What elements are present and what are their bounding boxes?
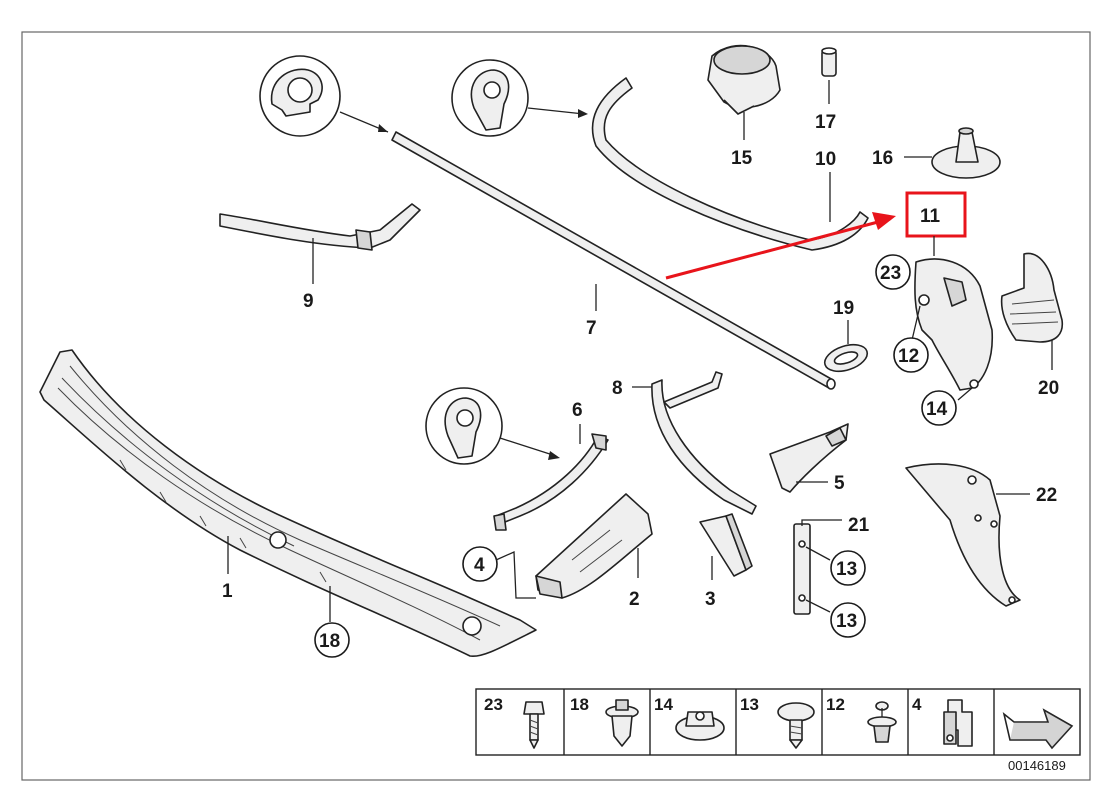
part-2 [535, 493, 653, 599]
part-7-seal [391, 131, 836, 390]
label-2: 2 [629, 589, 640, 610]
label-23: 23 [880, 263, 901, 284]
rivet-icon [867, 701, 897, 743]
part-1-cowl [39, 349, 537, 658]
label-11: 11 [920, 206, 941, 227]
part-6 [493, 433, 609, 531]
part-5 [769, 423, 849, 493]
screw-icon [523, 701, 545, 749]
nut-icon [675, 711, 725, 741]
fastener-label-13: 13 [740, 695, 759, 714]
part-8 [651, 371, 757, 515]
label-14: 14 [926, 399, 948, 420]
label-22: 22 [1036, 485, 1057, 506]
doc-number: 00146189 [1008, 758, 1066, 773]
red-arrow [665, 212, 896, 280]
label-5: 5 [834, 473, 845, 494]
label-8: 8 [612, 378, 623, 399]
label-9: 9 [303, 291, 314, 312]
fastener-label-12: 12 [826, 695, 845, 714]
fastener-label-23: 23 [484, 695, 503, 714]
label-10: 10 [815, 149, 836, 170]
label-21: 21 [848, 515, 870, 536]
label-7: 7 [586, 318, 597, 339]
part-20 [1000, 252, 1064, 343]
reference-arrow-icon [1002, 708, 1074, 750]
label-12: 12 [898, 346, 919, 367]
part-15-cap [707, 44, 781, 115]
label-3: 3 [705, 589, 716, 610]
part-11-bracket [914, 258, 994, 391]
fastener-label-18: 18 [570, 695, 589, 714]
part-3 [699, 513, 753, 577]
label-4: 4 [474, 555, 485, 576]
label-15: 15 [731, 148, 753, 169]
part-22-liner [905, 463, 1021, 607]
label-17: 17 [815, 112, 836, 133]
detail-bubble-6 [425, 387, 560, 465]
label-13b: 13 [836, 611, 857, 632]
label-19: 19 [833, 298, 854, 319]
label-18: 18 [319, 631, 340, 652]
part-9 [219, 203, 421, 251]
detail-bubble-7 [259, 55, 389, 137]
label-13a: 13 [836, 559, 857, 580]
label-20: 20 [1038, 378, 1059, 399]
fastener-strip: 23 18 14 13 12 4 [475, 688, 1081, 756]
part-16-grommet [931, 127, 1001, 179]
highlight-box-11 [905, 191, 967, 238]
label-1: 1 [222, 581, 233, 602]
part-19-gasket [823, 343, 869, 373]
trim-screw-icon [777, 702, 815, 749]
detail-bubble-10 [451, 59, 588, 137]
part-17-cap [821, 47, 837, 77]
label-6: 6 [572, 400, 583, 421]
part-21-plate [793, 523, 811, 615]
double-clip-icon [943, 699, 973, 747]
diagram-frame [21, 31, 1091, 781]
fastener-label-4: 4 [912, 695, 922, 714]
push-clip-icon [605, 699, 639, 747]
label-16: 16 [872, 148, 893, 169]
fastener-label-14: 14 [654, 695, 673, 714]
